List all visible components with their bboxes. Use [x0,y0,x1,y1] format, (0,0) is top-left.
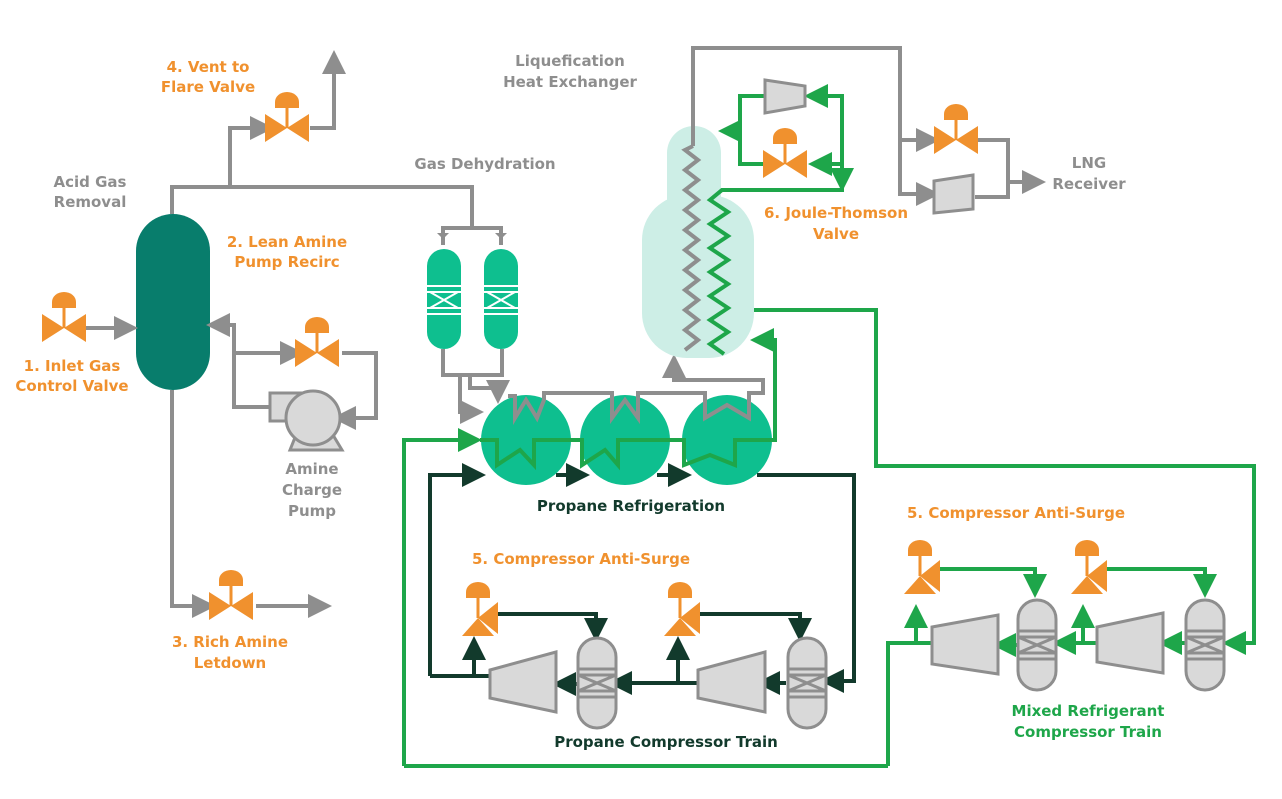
joule-thomson-valve-icon[interactable] [763,128,807,178]
jt-valve-feed [808,152,844,190]
mr-to-compressor-line [754,308,1256,655]
jt-bypass [738,94,764,166]
propane-compressor-1-icon [488,650,558,714]
lng-receiver-line [975,138,1034,199]
mr-anti-surge-valve-2-icon[interactable] [1071,540,1107,594]
gas-dehydration-label: Gas Dehydration [414,155,555,173]
expander-feed [804,84,844,164]
propane-anti-surge-valve-2-icon[interactable] [664,582,700,636]
propane-compressor-train-label: Propane Compressor Train [554,733,778,751]
process-gas-pipe [170,185,474,228]
asv-return-1 [496,612,608,642]
propane-compressor-2-icon [696,650,767,714]
mr-expander-icon [763,78,807,115]
propane-feed [428,463,486,676]
gas-chiller-coil [508,354,765,426]
mr-anti-surge-valve-1-icon[interactable] [904,540,940,594]
mr-discharge [886,641,932,766]
mr-suction-drum-2-icon [1184,598,1226,692]
mr-compressor-2-icon [1095,611,1165,675]
rich-amine-line [170,390,216,618]
mr-chiller-coil [480,328,777,471]
gas-coil [681,144,702,352]
propane-suction-drum-1-icon [576,636,618,730]
dehydrator-vessel-b [484,249,518,349]
propane-return [757,473,856,693]
mr-asv-return-1 [938,567,1047,598]
mr-return-line [402,428,482,766]
mr-asv-return-2 [1106,567,1217,598]
propane-anti-surge-label: 5. Compressor Anti-Surge [472,550,690,568]
mr-coil [706,184,844,356]
dehy-inlet [441,226,503,245]
lng-product-line [691,46,940,152]
dehy-to-hx-2 [468,375,510,404]
acid-gas-absorber [136,214,210,390]
vent-to-flare-valve-icon[interactable] [265,92,309,142]
mr-suction-drum-1-icon [1016,598,1058,692]
flare-line [228,116,274,187]
propane-suction-drum-2-icon [786,636,828,730]
mr-anti-surge-label: 5. Compressor Anti-Surge [907,504,1125,522]
dehydrator-vessel-a [427,249,461,349]
propane-refrigeration-label: Propane Refrigeration [537,497,725,515]
lng-letdown-valve-icon[interactable] [934,104,978,154]
lean-amine-recirc-valve-icon[interactable] [295,317,339,367]
lean-amine-line [206,313,270,409]
dehy-outlet [441,349,504,377]
mr-compressor-1-icon [930,613,1000,676]
lng-bypass-line [898,140,940,206]
recirc-return [332,351,378,430]
asv-return-2 [698,612,812,642]
flare-outlet [310,50,346,130]
amine-charge-pump-icon [268,389,345,452]
inlet-gas-control-valve-icon[interactable] [42,292,86,342]
propane-anti-surge-valve-1-icon[interactable] [462,582,498,636]
lng-expander-icon [932,173,975,215]
dehy-to-hx [458,375,484,424]
rich-amine-letdown-valve-icon[interactable] [209,570,253,620]
